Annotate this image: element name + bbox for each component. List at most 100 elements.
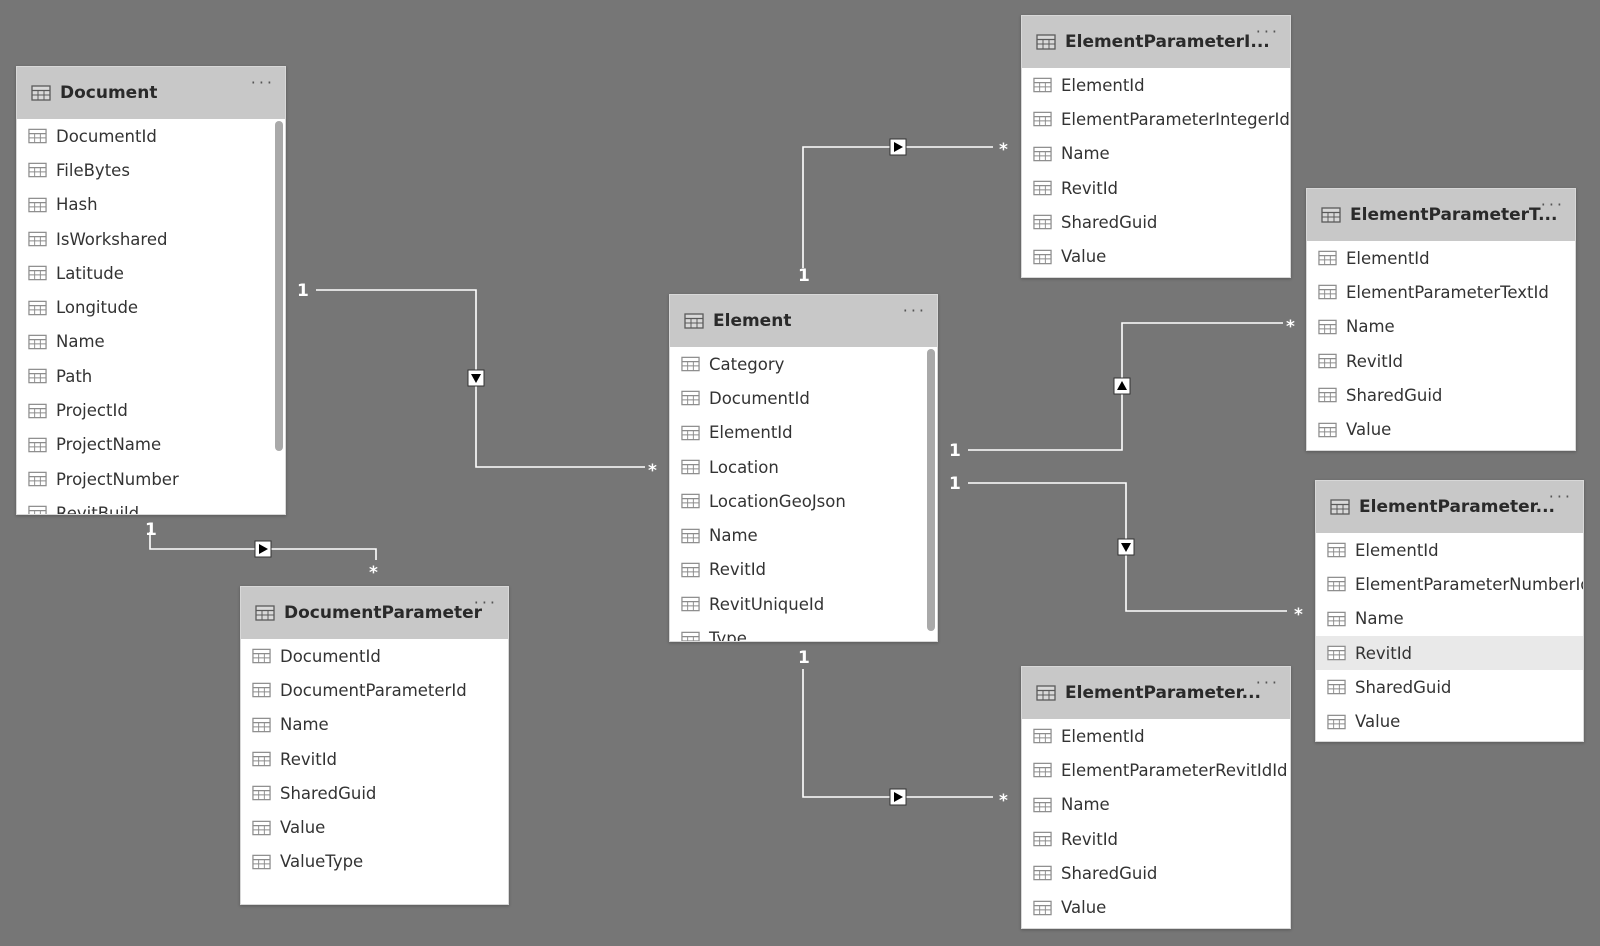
field-row[interactable]: RevitId <box>241 742 508 776</box>
field-row[interactable]: RevitId <box>670 553 937 587</box>
more-options-icon[interactable]: ··· <box>902 301 927 320</box>
field-row[interactable]: Location <box>670 450 937 484</box>
more-options-icon[interactable]: ··· <box>250 73 275 92</box>
field-row[interactable]: Name <box>1316 602 1583 636</box>
field-row[interactable]: ElementParameterIntegerId <box>1022 102 1290 136</box>
field-row[interactable]: Latitude <box>17 256 285 290</box>
column-icon <box>28 334 47 350</box>
field-row[interactable]: Name <box>17 325 285 359</box>
field-row[interactable]: ElementId <box>1022 68 1290 102</box>
field-row[interactable]: IsWorkshared <box>17 222 285 256</box>
table-header[interactable]: ElementParameterT... ··· <box>1307 189 1575 241</box>
field-row[interactable]: SharedGuid <box>1307 378 1575 412</box>
field-row[interactable]: DocumentId <box>670 381 937 415</box>
field-row[interactable]: Value <box>1022 239 1290 273</box>
field-row[interactable]: Name <box>1307 310 1575 344</box>
field-row[interactable]: Value <box>1307 412 1575 446</box>
field-label: SharedGuid <box>1346 385 1443 405</box>
field-row[interactable]: Name <box>1022 137 1290 171</box>
field-row[interactable]: Longitude <box>17 290 285 324</box>
more-options-icon[interactable]: ··· <box>1548 487 1573 506</box>
field-row[interactable]: SharedGuid <box>1316 670 1583 704</box>
field-row[interactable]: FileBytes <box>17 153 285 187</box>
field-label: SharedGuid <box>1355 677 1452 697</box>
cardinality-label: * <box>1294 605 1303 625</box>
column-icon <box>1033 214 1052 230</box>
field-row[interactable]: Path <box>17 359 285 393</box>
field-row[interactable]: Value <box>1316 704 1583 738</box>
scrollbar[interactable] <box>927 349 935 631</box>
field-row[interactable]: Type <box>670 621 937 641</box>
table-header[interactable]: ElementParameter... ··· <box>1316 481 1583 533</box>
more-options-icon[interactable]: ··· <box>1540 195 1565 214</box>
column-icon <box>252 854 271 870</box>
field-row[interactable]: ValueType <box>241 845 508 879</box>
field-row[interactable]: ElementId <box>1307 241 1575 275</box>
cardinality-label: 1 <box>798 648 810 668</box>
field-row[interactable]: RevitId <box>1316 635 1583 671</box>
table-header[interactable]: ElementParameter... ··· <box>1022 667 1290 719</box>
cardinality-label: * <box>999 791 1008 811</box>
field-row[interactable]: SharedGuid <box>1022 856 1290 890</box>
relationship-line-element-text <box>968 322 1283 451</box>
field-row[interactable]: RevitId <box>1307 344 1575 378</box>
field-row[interactable]: Value <box>241 810 508 844</box>
column-icon <box>1318 387 1337 403</box>
field-row[interactable]: DocumentParameterId <box>241 673 508 707</box>
table-header[interactable]: Document ··· <box>17 67 285 119</box>
field-row[interactable]: Hash <box>17 188 285 222</box>
field-label: Name <box>56 332 105 352</box>
field-row[interactable]: DocumentId <box>17 119 285 153</box>
field-row[interactable]: Name <box>1022 788 1290 822</box>
field-row[interactable]: RevitBuild <box>17 496 285 514</box>
field-row[interactable]: ElementId <box>670 416 937 450</box>
field-row[interactable]: Value <box>1022 890 1290 924</box>
field-row[interactable]: ProjectNumber <box>17 462 285 496</box>
field-row[interactable]: RevitUniqueId <box>670 587 937 621</box>
column-icon <box>1033 728 1052 744</box>
field-row[interactable]: ElementId <box>1022 719 1290 753</box>
field-label: ElementId <box>1061 726 1145 746</box>
field-row[interactable]: Category <box>670 347 937 381</box>
field-row[interactable]: ElementId <box>1316 533 1583 567</box>
column-icon <box>252 717 271 733</box>
field-row[interactable]: Name <box>241 708 508 742</box>
field-row[interactable]: LocationGeoJson <box>670 484 937 518</box>
table-header[interactable]: Element ··· <box>670 295 937 347</box>
field-row[interactable]: SharedGuid <box>1022 205 1290 239</box>
field-row[interactable]: ProjectId <box>17 393 285 427</box>
field-row[interactable]: DocumentId <box>241 639 508 673</box>
field-row[interactable]: ElementParameterNumberId <box>1316 567 1583 601</box>
field-row[interactable]: Name <box>670 518 937 552</box>
table-header[interactable]: DocumentParameter ··· <box>241 587 508 639</box>
column-icon <box>1033 180 1052 196</box>
more-options-icon[interactable]: ··· <box>473 593 498 612</box>
field-row[interactable]: SharedGuid <box>241 776 508 810</box>
field-row[interactable]: ElementParameterTextId <box>1307 275 1575 309</box>
field-label: Value <box>1346 420 1392 440</box>
table-header[interactable]: ElementParameterI... ··· <box>1022 16 1290 68</box>
scrollbar[interactable] <box>275 121 283 451</box>
field-row[interactable]: RevitId <box>1022 822 1290 856</box>
more-options-icon[interactable]: ··· <box>1255 22 1280 41</box>
field-row[interactable]: ProjectName <box>17 428 285 462</box>
field-row[interactable]: RevitId <box>1022 171 1290 205</box>
field-row[interactable]: ElementParameterRevitIdId <box>1022 753 1290 787</box>
cardinality-label: 1 <box>297 281 309 301</box>
more-options-icon[interactable]: ··· <box>1255 673 1280 692</box>
